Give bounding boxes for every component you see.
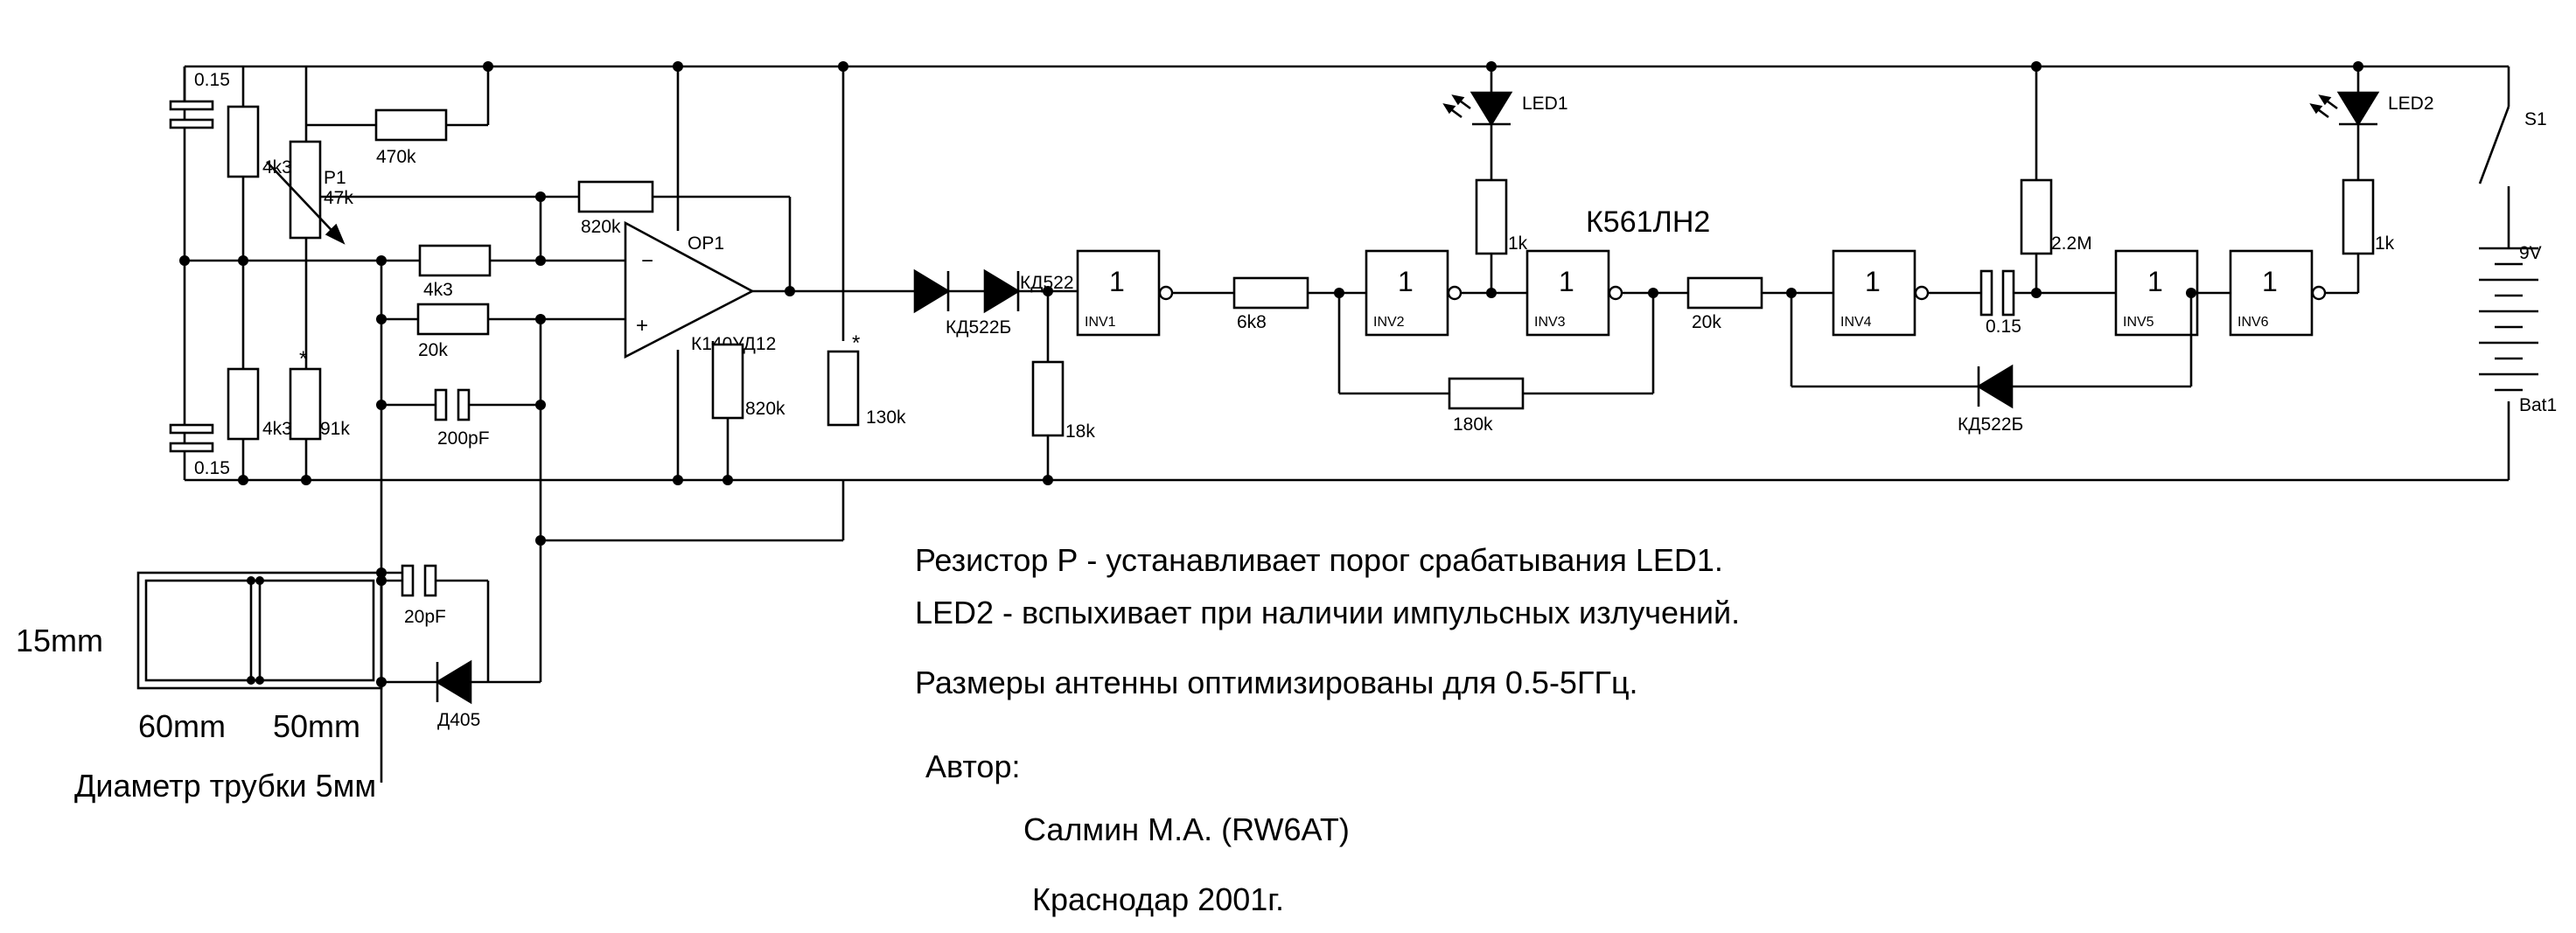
label-diode-ant: Д405 [437, 710, 480, 730]
antenna-height: 15mm [16, 623, 104, 658]
gate-inv1-num: 1 [1109, 266, 1125, 297]
note-1: Резистор Р - устанавливает порог срабаты… [915, 542, 1723, 578]
gate-inv6-name: INV6 [2237, 315, 2269, 330]
antenna-tube: Диаметр трубки 5мм [74, 768, 377, 804]
gate-inv2-num: 1 [1398, 266, 1414, 297]
label-chip: К561ЛН2 [1586, 205, 1710, 239]
label-r-20k: 20k [1692, 312, 1721, 332]
label-r-4k3-in: 4k3 [423, 280, 453, 300]
gate-inv4 [1832, 249, 1916, 337]
gate-inv5-name: INV5 [2123, 315, 2154, 330]
label-r-4k3-bot: 4k3 [262, 419, 292, 439]
gate-inv1-name: INV1 [1085, 315, 1116, 330]
label-r-4k3-top: 4k3 [262, 157, 292, 178]
label-r-180k: 180k [1453, 414, 1493, 435]
resistor-820k-feedback [577, 180, 654, 213]
resistor-470k [374, 108, 448, 142]
label-pot-name: P1 [324, 168, 346, 188]
label-r-2-2m: 2.2M [2051, 233, 2092, 254]
note-3: Размеры антенны оптимизированы для 0.5-5… [915, 665, 1638, 700]
label-r-470k: 470k [376, 147, 416, 167]
gate-inv6 [2229, 249, 2314, 337]
capacitor-c-top [169, 66, 214, 129]
gate-inv2-name: INV2 [1373, 315, 1405, 330]
resistor-4k3-bot [227, 367, 260, 441]
resistor-20k-input [416, 303, 490, 336]
resistor-4k3-top [227, 105, 260, 178]
antenna-len2: 50mm [273, 708, 361, 744]
gate-inv3 [1525, 249, 1610, 337]
resistor-1k-led2 [2342, 178, 2375, 255]
gate-inv4-num: 1 [1865, 266, 1881, 297]
label-c-top: 0.15 [194, 70, 230, 90]
label-c-200pf: 200pF [437, 428, 490, 449]
gate-inv5 [2114, 249, 2199, 337]
antenna-len1: 60mm [138, 708, 227, 744]
diode-kd522b-1 [913, 268, 951, 314]
label-diode3: КД522Б [1958, 414, 2023, 435]
resistor-4k3-input [418, 244, 492, 277]
label-battery-v: 9V [2519, 243, 2542, 263]
note-2: LED2 - вспыхивает при наличии импульсных… [915, 595, 1741, 630]
label-c-20pf: 20pF [404, 607, 446, 627]
switch-s1 [2478, 106, 2510, 185]
label-star2: * [852, 331, 860, 355]
antenna [136, 571, 383, 690]
gate-inv3-name: INV3 [1534, 315, 1566, 330]
led1 [1442, 91, 1513, 127]
led2 [2309, 91, 2380, 127]
label-c-bot: 0.15 [194, 458, 230, 478]
label-r-820k-op: 820k [745, 399, 785, 419]
diode-d405 [435, 659, 472, 705]
capacitor-c-bot [169, 423, 214, 453]
label-c-015: 0.15 [1986, 317, 2021, 337]
label-led1: LED1 [1522, 94, 1568, 114]
label-opamp: OP1 [688, 233, 724, 254]
label-r-20k-in: 20k [418, 340, 448, 360]
label-led2: LED2 [2388, 94, 2434, 114]
potentiometer-p1 [289, 140, 322, 240]
gate-inv4-name: INV4 [1840, 315, 1872, 330]
capacitor-015 [1979, 269, 1993, 317]
resistor-18k [1031, 360, 1065, 437]
diode-kd522-2 [983, 268, 1021, 314]
label-pot-value: 47k [324, 188, 353, 208]
capacitor-20pf [401, 564, 415, 597]
opamp-op1 [624, 220, 755, 359]
label-r-6k8: 6k8 [1237, 312, 1267, 332]
resistor-130k [827, 350, 860, 427]
gate-inv5-num: 1 [2147, 266, 2163, 297]
label-star1: * [299, 347, 307, 371]
resistor-820k-opamp [711, 343, 744, 420]
label-diode2: КД522 [1020, 273, 1074, 293]
label-r-1k-led1: 1k [1508, 233, 1528, 254]
author-place: Краснодар 2001г. [1032, 881, 1284, 917]
label-plus: + [636, 314, 648, 338]
battery-bat1 [2479, 247, 2538, 392]
resistor-1k-led1 [1475, 178, 1508, 255]
resistor-20k [1686, 276, 1763, 310]
label-r-130k: 130k [866, 407, 906, 428]
author-name: Салмин М.А. (RW6AT) [1023, 811, 1350, 847]
gate-inv3-num: 1 [1559, 266, 1574, 297]
label-minus: − [641, 249, 653, 273]
gate-inv1 [1076, 249, 1161, 337]
gate-inv6-num: 1 [2262, 266, 2278, 297]
resistor-6k8 [1232, 276, 1309, 310]
resistor-2-2m [2020, 178, 2053, 255]
label-r-91k: 91k [320, 419, 350, 439]
label-switch: S1 [2524, 109, 2547, 129]
gate-inv2 [1365, 249, 1449, 337]
resistor-91k [289, 367, 322, 441]
label-r-820k-fb: 820k [581, 217, 621, 237]
author-label: Автор: [925, 748, 1021, 784]
label-battery: Bat1 [2519, 395, 2557, 415]
label-r-18k: 18k [1065, 421, 1095, 442]
diode-kd522b-3 [1976, 364, 2014, 409]
label-r-1k-led2: 1k [2375, 233, 2395, 254]
resistor-180k [1448, 377, 1525, 410]
label-diode1: КД522Б [946, 317, 1011, 338]
